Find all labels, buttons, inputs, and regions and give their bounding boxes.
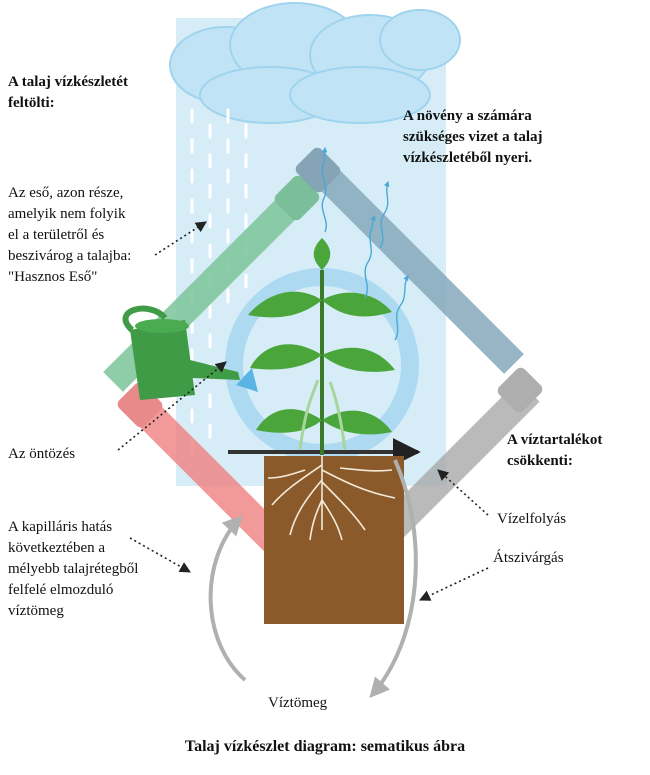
leader-runoff xyxy=(437,469,489,516)
plant-need-label: A növény a számára szükséges vizet a tal… xyxy=(403,108,543,166)
transpiration-lines xyxy=(321,146,409,341)
water-mass-label: Víztömeg xyxy=(268,695,328,711)
diagram-caption: Talaj vízkészlet diagram: sematikus ábra xyxy=(184,738,466,755)
upward-curve-arrow xyxy=(208,515,247,682)
percolation-label: Átszivárgás xyxy=(493,550,564,566)
plant xyxy=(248,238,395,455)
recharge-heading: A talaj vízkészletét feltölti: xyxy=(8,74,128,111)
runoff-label: Vízelfolyás xyxy=(497,511,567,527)
useful-rain-label: Az eső, azon része, amelyik nem folyik e… xyxy=(8,185,132,285)
leader-capillary xyxy=(129,537,191,573)
leader-irrigation xyxy=(117,361,227,451)
leader-percolation xyxy=(418,567,489,601)
leader-useful-rain xyxy=(154,221,207,256)
roots xyxy=(267,455,396,541)
decrease-heading: A víztartalékot csökkenti: xyxy=(507,432,603,469)
downward-curve-arrow xyxy=(369,459,418,699)
leader-arrows xyxy=(117,221,489,601)
capillary-label: A kapilláris hatás következtében a mélye… xyxy=(8,519,139,619)
plant-uptake-arrow-blue xyxy=(295,147,524,374)
irrigation-label: Az öntözés xyxy=(8,446,76,462)
ring-arrow xyxy=(236,368,258,392)
cloud xyxy=(169,2,461,124)
soil-block xyxy=(264,456,404,624)
